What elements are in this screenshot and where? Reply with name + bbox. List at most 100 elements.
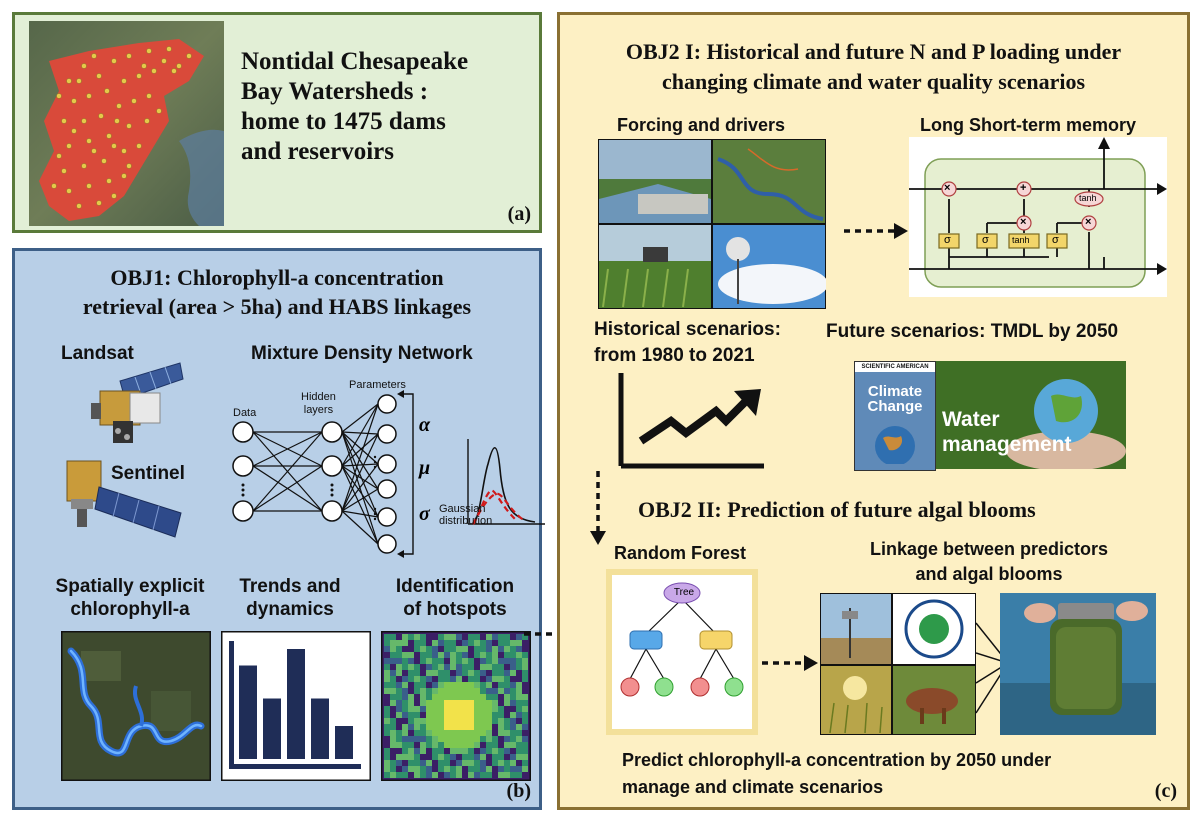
heatmap-cell	[462, 718, 468, 724]
heatmap-cell	[516, 664, 522, 670]
heatmap-cell	[480, 688, 486, 694]
heatmap-cell	[456, 724, 462, 730]
heatmap-cell	[408, 706, 414, 712]
heatmap-cell	[504, 748, 510, 754]
heatmap-cell	[408, 676, 414, 682]
heatmap-cell	[468, 760, 474, 766]
heatmap-cell	[480, 736, 486, 742]
heatmap-cell	[468, 766, 474, 772]
hidden-label-line: layers	[303, 404, 334, 416]
heatmap-cell	[420, 760, 426, 766]
heatmap-cell	[474, 700, 480, 706]
heatmap-cell	[498, 658, 504, 664]
heatmap-cell	[402, 688, 408, 694]
heatmap-cell	[492, 670, 498, 676]
trend-bar	[311, 698, 329, 759]
heatmap-cell	[390, 706, 396, 712]
heatmap-cell	[390, 640, 396, 646]
heatmap-cell	[450, 748, 456, 754]
heatmap-cell	[462, 634, 468, 640]
heatmap-cell	[426, 682, 432, 688]
heatmap-cell	[426, 754, 432, 760]
heatmap-cell	[414, 694, 420, 700]
heatmap-cell	[408, 682, 414, 688]
heatmap-cell	[468, 688, 474, 694]
output-node	[377, 507, 397, 527]
heatmap-cell	[522, 688, 528, 694]
heatmap-cell	[408, 712, 414, 718]
heatmap-cell	[390, 724, 396, 730]
heatmap-cell	[468, 706, 474, 712]
heatmap-cell	[504, 760, 510, 766]
heatmap-cell	[468, 730, 474, 736]
heatmap-cell	[492, 646, 498, 652]
heatmap-cell	[390, 700, 396, 706]
heatmap-cell	[432, 760, 438, 766]
heatmap-cell	[492, 712, 498, 718]
heatmap-cell	[432, 640, 438, 646]
heatmap-cell	[456, 730, 462, 736]
heatmap-cell	[432, 682, 438, 688]
heatmap-cell	[492, 694, 498, 700]
heatmap-cell	[486, 748, 492, 754]
heatmap-cell	[402, 724, 408, 730]
heatmap-cell	[396, 766, 402, 772]
heatmap-cell	[384, 670, 390, 676]
heatmap-cell	[438, 682, 444, 688]
heatmap-cell	[438, 658, 444, 664]
heatmap-cell	[504, 724, 510, 730]
heatmap-cell	[408, 718, 414, 724]
label-line: Spatially explicit	[55, 576, 205, 597]
tree-root-label: Tree	[673, 587, 695, 598]
heatmap-cell	[432, 664, 438, 670]
heatmap-cell	[480, 640, 486, 646]
heatmap-cell	[504, 676, 510, 682]
heatmap-cell	[438, 736, 444, 742]
heatmap-cell	[420, 682, 426, 688]
heatmap-cell	[420, 700, 426, 706]
water-management-image: Water management	[936, 361, 1126, 469]
heatmap-cell	[414, 670, 420, 676]
heatmap-cell	[468, 658, 474, 664]
panel-c-title: OBJ2 I: Historical and future N and P lo…	[560, 37, 1187, 97]
heatmap-cell	[426, 658, 432, 664]
obj2-ii-title: OBJ2 II: Prediction of future algal bloo…	[638, 497, 1036, 522]
heatmap-cell	[498, 712, 504, 718]
heatmap-cell	[402, 742, 408, 748]
heatmap-cell	[438, 640, 444, 646]
heatmap-cell	[510, 670, 516, 676]
heatmap-cell	[462, 658, 468, 664]
heatmap-cell	[390, 736, 396, 742]
heatmap-cell	[420, 658, 426, 664]
heatmap-cell	[486, 730, 492, 736]
watershed-map	[29, 21, 224, 226]
heatmap-cell	[486, 688, 492, 694]
heatmap-cell	[396, 652, 402, 658]
heatmap-cell	[396, 748, 402, 754]
heatmap-cell	[468, 718, 474, 724]
heatmap-cell	[462, 730, 468, 736]
heatmap-cell	[492, 766, 498, 772]
predictor-photos	[820, 593, 976, 735]
heatmap-cell	[402, 700, 408, 706]
heatmap-cell	[384, 724, 390, 730]
heatmap-cell	[510, 682, 516, 688]
heatmap-cell	[510, 652, 516, 658]
heatmap-cell	[408, 640, 414, 646]
heatmap-cell	[426, 634, 432, 640]
magazine-title: Climate Change	[855, 384, 935, 414]
heatmap-cell	[426, 652, 432, 658]
heatmap-cell	[384, 646, 390, 652]
forcing-title: Forcing and drivers	[617, 115, 786, 135]
future-scenarios-label: Future scenarios: TMDL by 2050	[826, 321, 1119, 342]
heatmap-cell	[510, 706, 516, 712]
heatmap-cell	[468, 724, 474, 730]
heatmap-cell	[384, 754, 390, 760]
heatmap-cell	[474, 730, 480, 736]
heatmap-cell	[384, 760, 390, 766]
heatmap-cell	[456, 646, 462, 652]
heatmap-cell	[432, 688, 438, 694]
heatmap-cell	[522, 640, 528, 646]
lstm-cell-diagram	[909, 137, 1167, 297]
heatmap-cell	[504, 658, 510, 664]
